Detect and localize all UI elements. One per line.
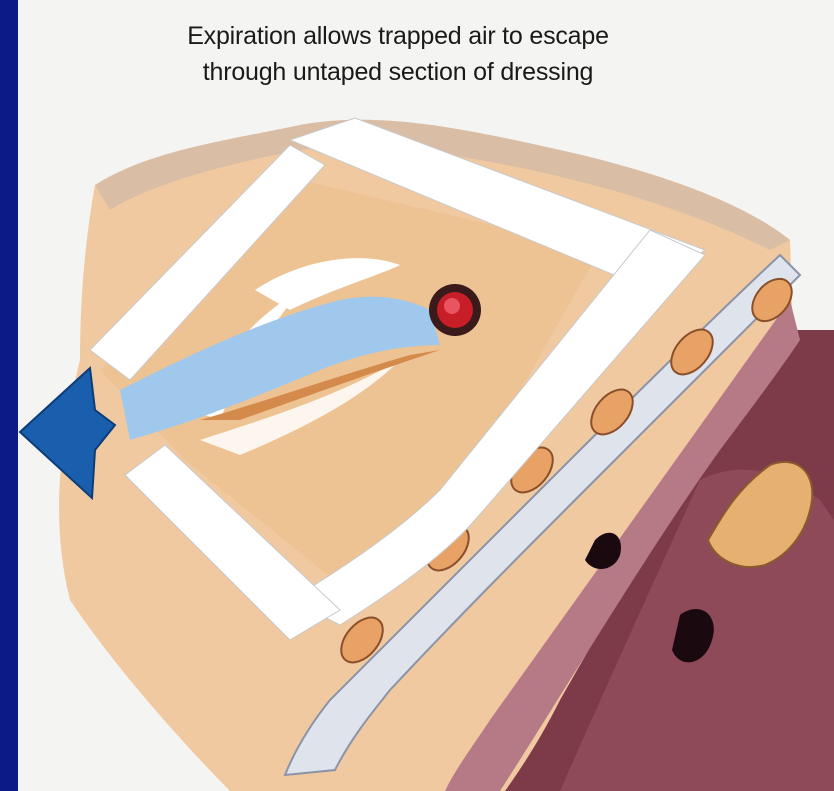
wound-icon [429,284,481,336]
